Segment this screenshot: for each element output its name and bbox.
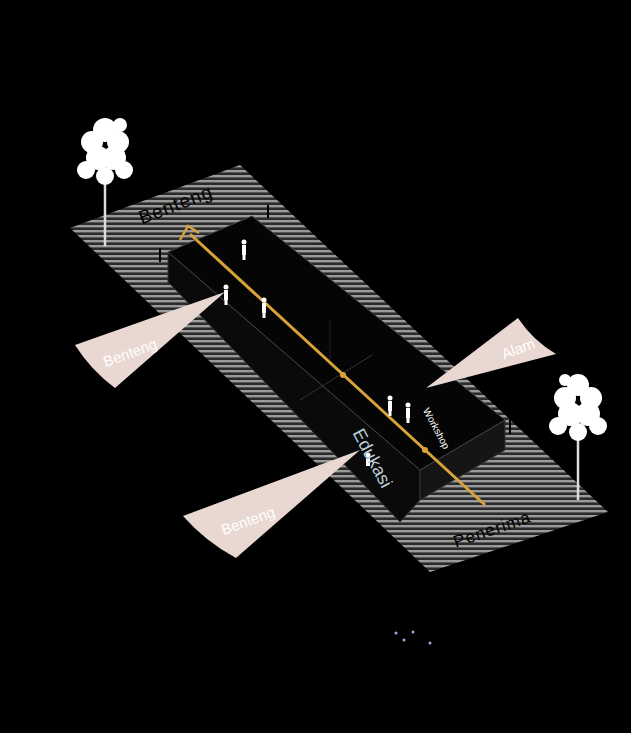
- axis-mark: [159, 248, 161, 262]
- path-arrowhead: [180, 226, 199, 240]
- view-cone-fill: [75, 292, 225, 388]
- people: [224, 240, 411, 467]
- axis-mark: [267, 205, 269, 218]
- view-cone-shape: [418, 310, 563, 400]
- path-node: [340, 372, 346, 378]
- axis-mark: [509, 420, 511, 434]
- view-cone-fill: [426, 318, 556, 388]
- tree: [549, 374, 607, 500]
- view-cone: Benteng: [178, 440, 368, 562]
- roof-divider: [330, 320, 331, 360]
- small-marks: [395, 631, 432, 645]
- view-cone: Benteng: [70, 280, 230, 390]
- tree: [77, 118, 133, 246]
- view-cone-fill: [183, 450, 360, 558]
- building-roof: [168, 216, 505, 470]
- view-cone: Alam: [418, 310, 563, 400]
- site-plane: [70, 165, 608, 572]
- view-cone-shape: [178, 440, 368, 562]
- path-node: [422, 447, 428, 453]
